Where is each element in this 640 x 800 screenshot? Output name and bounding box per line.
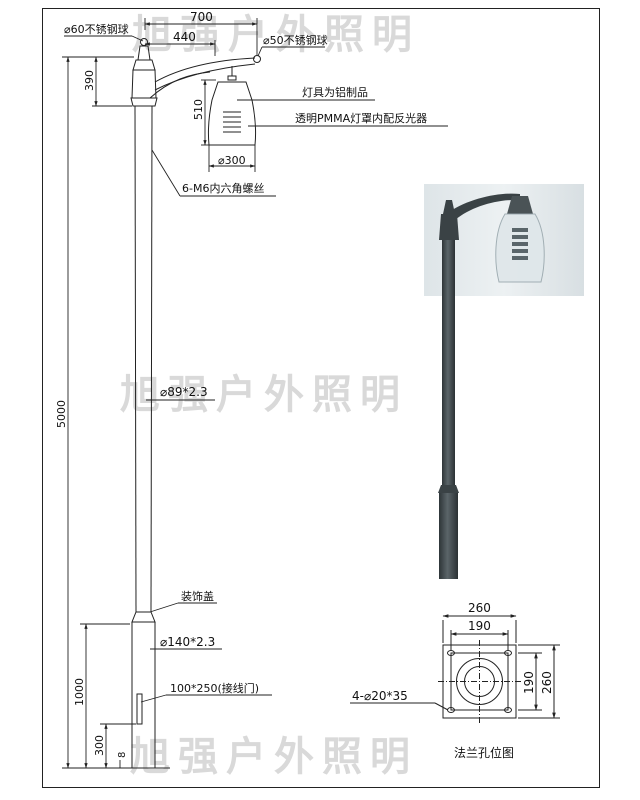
dim-top-height: 390 <box>83 70 96 91</box>
flange-plan <box>350 614 560 724</box>
lamp-photo <box>424 184 584 579</box>
lamp-reflector <box>223 111 241 133</box>
dim-lamp-diameter: ⌀300 <box>218 154 246 167</box>
callout-door: 100*250(接线门) <box>170 681 259 695</box>
dim-pole-height: 5000 <box>55 400 68 428</box>
flange-caption: 法兰孔位图 <box>454 745 514 760</box>
flange-inner-height: 190 <box>522 671 536 694</box>
dim-arm-inner: 440 <box>173 30 196 44</box>
callout-flange-holes: 4-⌀20*35 <box>352 689 408 703</box>
flange-inner-width: 190 <box>468 619 491 633</box>
callout-leaders <box>64 35 448 703</box>
pole-drawing <box>118 38 261 769</box>
flange-width: 260 <box>468 601 491 615</box>
dim-door-gap: 8 <box>117 752 128 758</box>
callout-top-ball: ⌀60不锈钢球 <box>64 22 129 36</box>
callout-lamp-shade: 透明PMMA灯罩内配反光器 <box>295 111 427 125</box>
watermark-bottom: 旭强户外照明 <box>130 733 418 780</box>
callout-upper-pipe: ⌀89*2.3 <box>160 385 208 399</box>
callout-bolts: 6-M6内六角螺丝 <box>182 181 264 195</box>
dimension-lines <box>62 18 258 769</box>
watermark-middle: 旭强户外照明 <box>120 371 408 418</box>
watermark-top: 旭强户外照明 <box>132 11 420 58</box>
flange-outer-height: 260 <box>540 671 554 694</box>
dim-base-height: 1000 <box>73 678 86 706</box>
dim-lamp-height: 510 <box>192 99 205 120</box>
callout-decor-cover: 装饰盖 <box>181 589 214 603</box>
dim-door-height: 300 <box>93 735 106 756</box>
callout-lower-pipe: ⌀140*2.3 <box>160 635 215 649</box>
drawing-frame <box>42 8 600 788</box>
callout-arm-ball: ⌀50不锈钢球 <box>263 33 328 47</box>
dim-arm-length: 700 <box>190 10 213 24</box>
callout-lamp-material: 灯具为铝制品 <box>302 85 368 99</box>
